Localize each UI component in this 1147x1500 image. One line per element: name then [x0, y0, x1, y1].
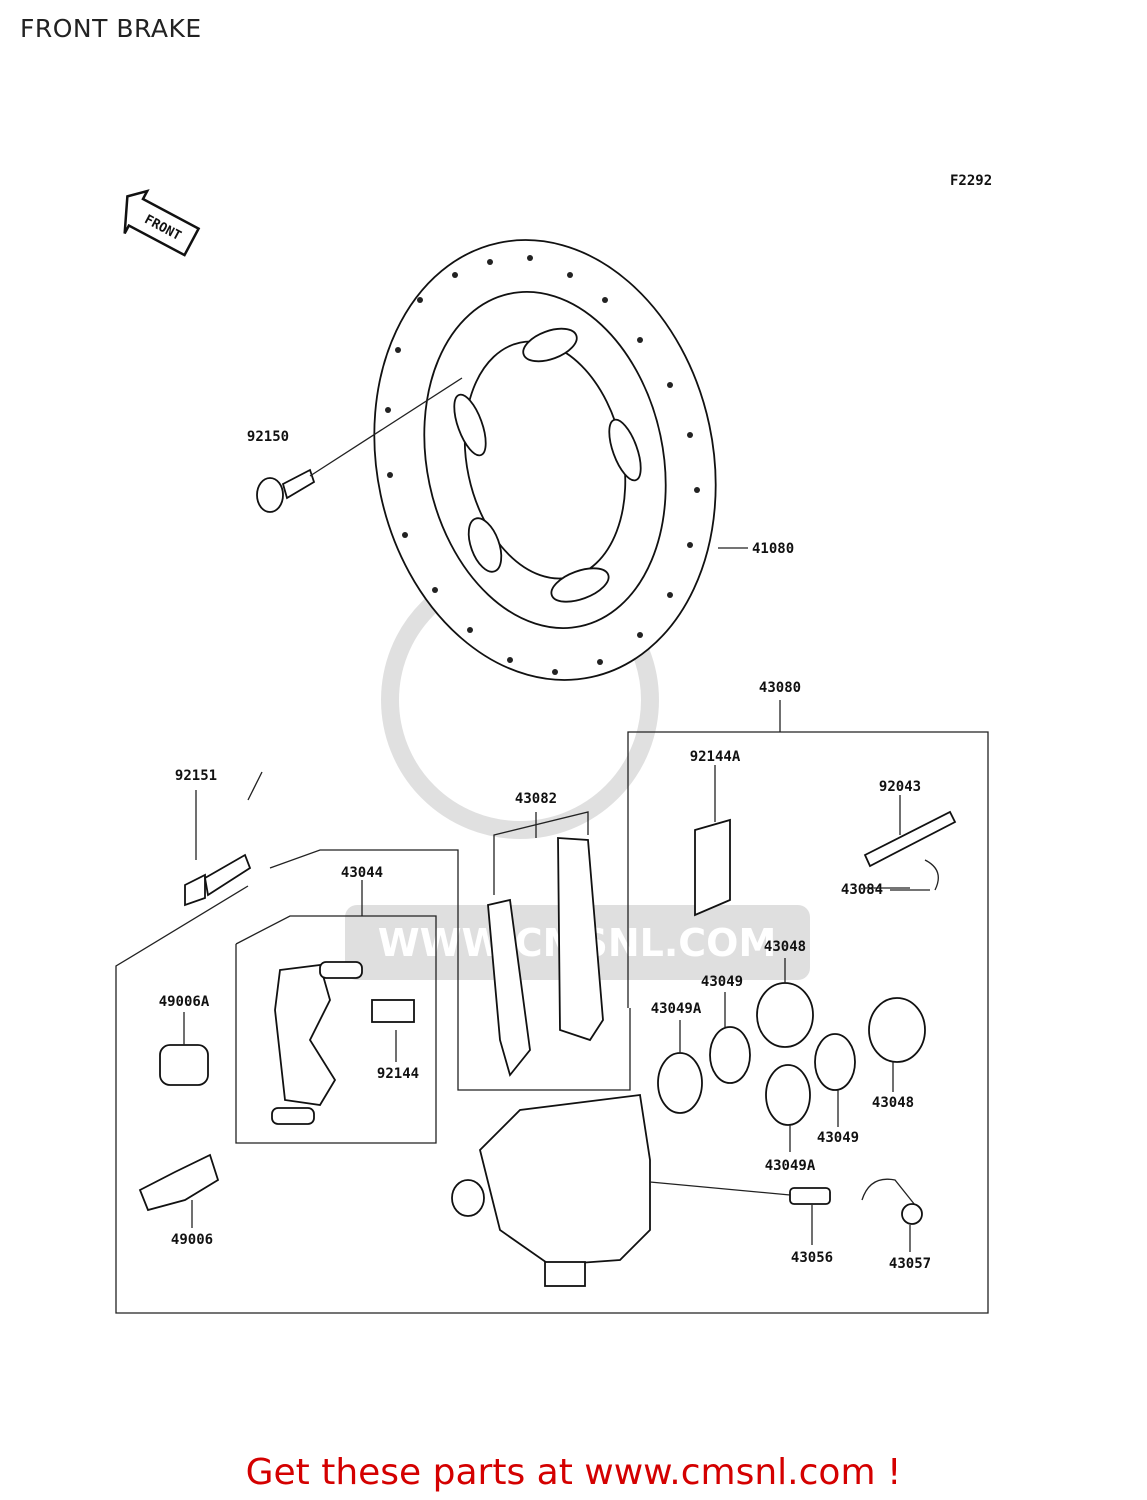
brake-pads [487, 811, 604, 1077]
caliper-body [451, 1093, 791, 1287]
label-43049-lower: 43049 [817, 1130, 859, 1146]
label-43057: 43057 [889, 1256, 931, 1272]
label-43044: 43044 [341, 865, 383, 881]
bracket-inner-outline [235, 915, 437, 1144]
label-43049A-lower: 43049A [765, 1158, 816, 1174]
label-43048-lower: 43048 [872, 1095, 914, 1111]
label-43084: 43084 [841, 882, 883, 898]
pistons-seals [657, 958, 926, 1152]
footer-link[interactable]: Get these parts at www.cmsnl.com ! [245, 1452, 902, 1493]
caliper-bolt [184, 771, 263, 907]
label-92144A: 92144A [690, 749, 741, 765]
label-43082: 43082 [515, 791, 557, 807]
page-title: FRONT BRAKE [20, 14, 202, 43]
label-49006A: 49006A [159, 994, 210, 1010]
label-43048-upper: 43048 [764, 939, 806, 955]
figure-code: F2292 [950, 173, 992, 189]
dust-boots [138, 1012, 220, 1228]
label-92150: 92150 [247, 429, 289, 445]
label-41080: 41080 [752, 541, 794, 557]
spring-clip [371, 999, 415, 1023]
bleeder-valve [789, 1178, 923, 1252]
label-43049A-upper: 43049A [651, 1001, 702, 1017]
label-92043: 92043 [879, 779, 921, 795]
label-43049-upper: 43049 [701, 974, 743, 990]
disc-bolt [256, 377, 463, 513]
anti-rattle-spring [694, 818, 731, 917]
label-92151: 92151 [175, 768, 217, 784]
brake-disc [373, 239, 717, 681]
label-43080: 43080 [759, 680, 801, 696]
front-arrow-icon: FRONT [123, 189, 201, 257]
label-49006: 49006 [171, 1232, 213, 1248]
label-43056: 43056 [791, 1250, 833, 1266]
pad-pin [863, 795, 957, 891]
label-92144: 92144 [377, 1066, 419, 1082]
caliper-bracket [271, 961, 363, 1125]
parts-diagram: WWW.CMSNL.COM F2292 FRONT [115, 173, 992, 1314]
assembly-outline [115, 731, 989, 1314]
bracket-outline [269, 849, 631, 1091]
